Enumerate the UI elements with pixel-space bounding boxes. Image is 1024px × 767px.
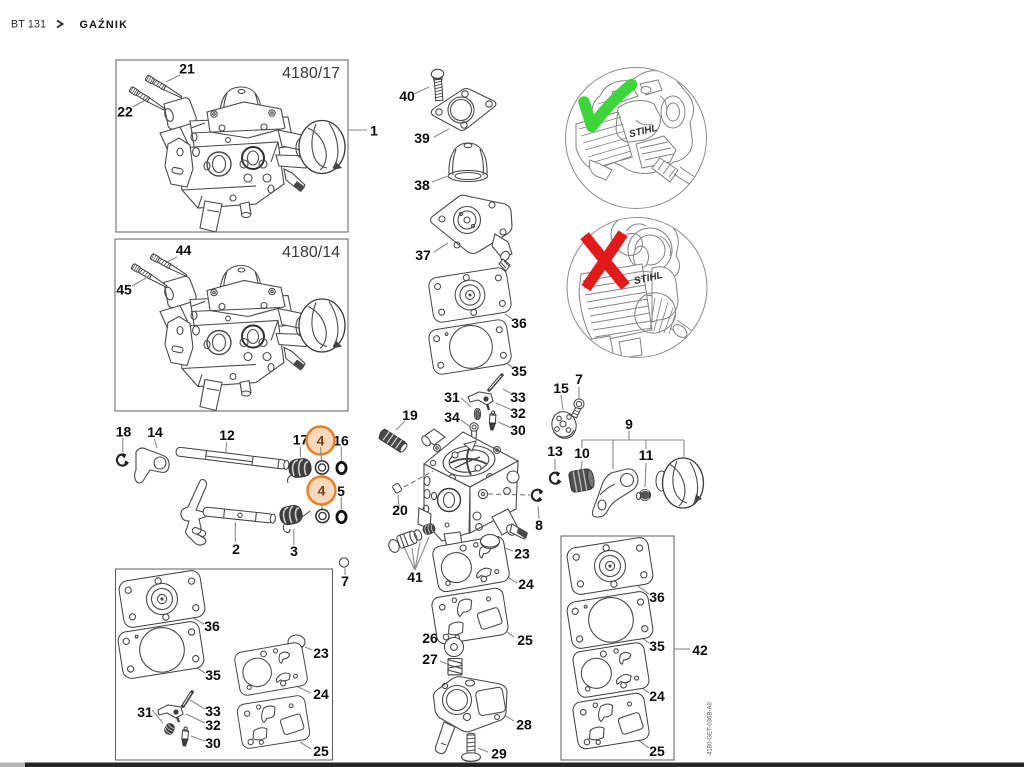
svg-text:17: 17 [293, 432, 309, 448]
svg-text:31: 31 [137, 704, 153, 720]
svg-text:28: 28 [516, 717, 532, 733]
svg-text:36: 36 [511, 315, 527, 331]
svg-text:2: 2 [232, 541, 240, 557]
svg-text:33: 33 [510, 389, 526, 405]
svg-text:24: 24 [649, 688, 665, 704]
svg-text:21: 21 [179, 61, 195, 77]
svg-text:36: 36 [649, 589, 665, 605]
svg-text:25: 25 [313, 743, 329, 759]
svg-text:44: 44 [176, 242, 192, 258]
svg-text:1: 1 [370, 123, 378, 139]
svg-text:BT 131: BT 131 [11, 19, 46, 31]
svg-text:9: 9 [625, 416, 633, 432]
svg-text:32: 32 [510, 405, 526, 421]
svg-text:26: 26 [422, 630, 438, 646]
svg-text:12: 12 [219, 427, 235, 443]
svg-text:40: 40 [399, 88, 415, 104]
svg-text:23: 23 [313, 645, 329, 661]
svg-text:31: 31 [444, 389, 460, 405]
svg-text:29: 29 [491, 746, 507, 762]
svg-text:34: 34 [444, 409, 460, 425]
svg-text:25: 25 [649, 743, 665, 759]
svg-text:7: 7 [575, 371, 583, 387]
svg-text:35: 35 [511, 363, 527, 379]
svg-text:37: 37 [415, 247, 431, 263]
svg-text:41: 41 [407, 569, 423, 585]
svg-text:38: 38 [414, 177, 430, 193]
svg-text:5: 5 [337, 483, 345, 499]
svg-text:10: 10 [574, 445, 590, 461]
svg-text:23: 23 [514, 546, 530, 562]
svg-text:4: 4 [317, 433, 325, 449]
svg-text:15: 15 [553, 380, 569, 396]
svg-text:19: 19 [402, 407, 418, 423]
svg-text:30: 30 [205, 735, 221, 751]
svg-text:11: 11 [639, 447, 654, 463]
svg-text:24: 24 [518, 576, 534, 592]
svg-text:20: 20 [392, 502, 408, 518]
svg-text:13: 13 [547, 443, 563, 459]
svg-text:25: 25 [517, 632, 533, 648]
svg-text:16: 16 [333, 433, 349, 449]
svg-text:4: 4 [318, 483, 326, 499]
svg-text:33: 33 [205, 703, 221, 719]
svg-text:18: 18 [116, 424, 132, 440]
svg-text:45: 45 [116, 282, 132, 298]
svg-text:22: 22 [117, 104, 133, 120]
svg-text:8: 8 [535, 517, 543, 533]
svg-text:4180/17: 4180/17 [282, 65, 340, 82]
svg-text:42: 42 [692, 642, 708, 658]
svg-text:3: 3 [290, 543, 298, 559]
svg-text:30: 30 [510, 422, 526, 438]
svg-text:35: 35 [649, 638, 665, 654]
svg-text:27: 27 [422, 651, 438, 667]
svg-text:4180-GET-036B-A0: 4180-GET-036B-A0 [708, 702, 714, 755]
svg-text:36: 36 [204, 618, 220, 634]
svg-text:39: 39 [414, 130, 430, 146]
svg-text:14: 14 [147, 424, 163, 440]
svg-text:24: 24 [313, 686, 329, 702]
svg-text:35: 35 [205, 667, 221, 683]
svg-text:7: 7 [341, 573, 349, 589]
svg-text:GAŹNIK: GAŹNIK [80, 18, 129, 31]
svg-text:4180/14: 4180/14 [282, 244, 340, 261]
svg-text:32: 32 [205, 717, 221, 733]
